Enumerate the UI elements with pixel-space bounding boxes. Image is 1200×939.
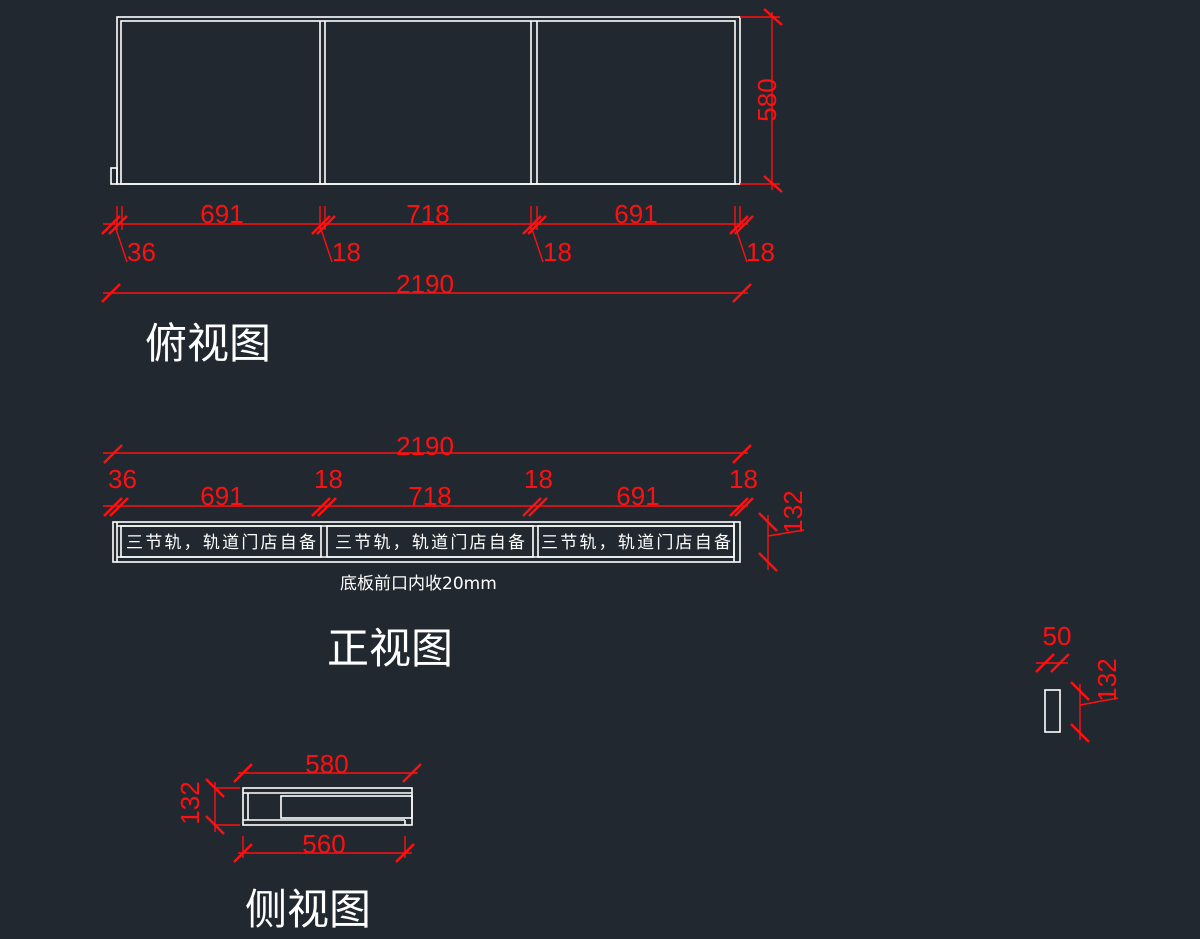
front-view-outline <box>112 521 741 563</box>
dim-panel: 18 <box>746 237 775 267</box>
dim-width: 718 <box>408 481 451 511</box>
drawer-label: 三节轨，轨道门店自备 <box>126 533 316 553</box>
dim-panel: 18 <box>729 464 758 494</box>
front-view-note: 底板前口内收20mm <box>340 574 497 594</box>
front-view-title: 正视图 <box>327 624 453 673</box>
drawer-label: 三节轨，轨道门店自备 <box>335 533 525 553</box>
dim-panel: 18 <box>524 464 553 494</box>
dim-panel: 18 <box>543 237 572 267</box>
drawer-front <box>120 525 322 558</box>
dim-bottom-width: 560 <box>302 829 345 859</box>
side-view-title: 侧视图 <box>245 885 371 934</box>
top-view-inner <box>120 20 736 185</box>
dim-panel: 18 <box>332 237 361 267</box>
side-view: 580 560 132 侧视图 <box>175 749 422 934</box>
drawer-label: 三节轨，轨道门店自备 <box>541 533 731 553</box>
top-view-title: 俯视图 <box>145 319 271 368</box>
dim-height: 132 <box>778 490 808 533</box>
dim-panel: 36 <box>127 237 156 267</box>
top-view: 580 691 718 691 36 18 18 18 2190 俯视图 <box>101 8 783 368</box>
dim-panel: 18 <box>314 464 343 494</box>
detail-view: 50 132 <box>1035 621 1122 743</box>
dim-total: 2190 <box>396 431 454 461</box>
dim-width: 718 <box>406 199 449 229</box>
dim-width: 50 <box>1043 621 1072 651</box>
dim-width: 691 <box>616 481 659 511</box>
dim-width: 691 <box>614 199 657 229</box>
front-view: 2190 36 18 18 18 691 718 691 三节轨，轨道门店自备 … <box>103 431 808 673</box>
dim-height: 132 <box>175 781 205 824</box>
dim-top-depth: 580 <box>752 78 782 121</box>
dim-panel: 36 <box>108 464 137 494</box>
detail-outline <box>1044 689 1061 733</box>
top-view-tab <box>110 167 118 185</box>
drawer-front <box>326 525 534 558</box>
drawer-front <box>537 525 735 558</box>
dim-top-width: 580 <box>305 749 348 779</box>
drawer-box <box>280 795 413 819</box>
dim-total: 2190 <box>396 269 454 299</box>
dim-height: 132 <box>1092 658 1122 701</box>
top-view-outline <box>116 16 741 185</box>
dim-width: 691 <box>200 199 243 229</box>
dim-width: 691 <box>200 481 243 511</box>
